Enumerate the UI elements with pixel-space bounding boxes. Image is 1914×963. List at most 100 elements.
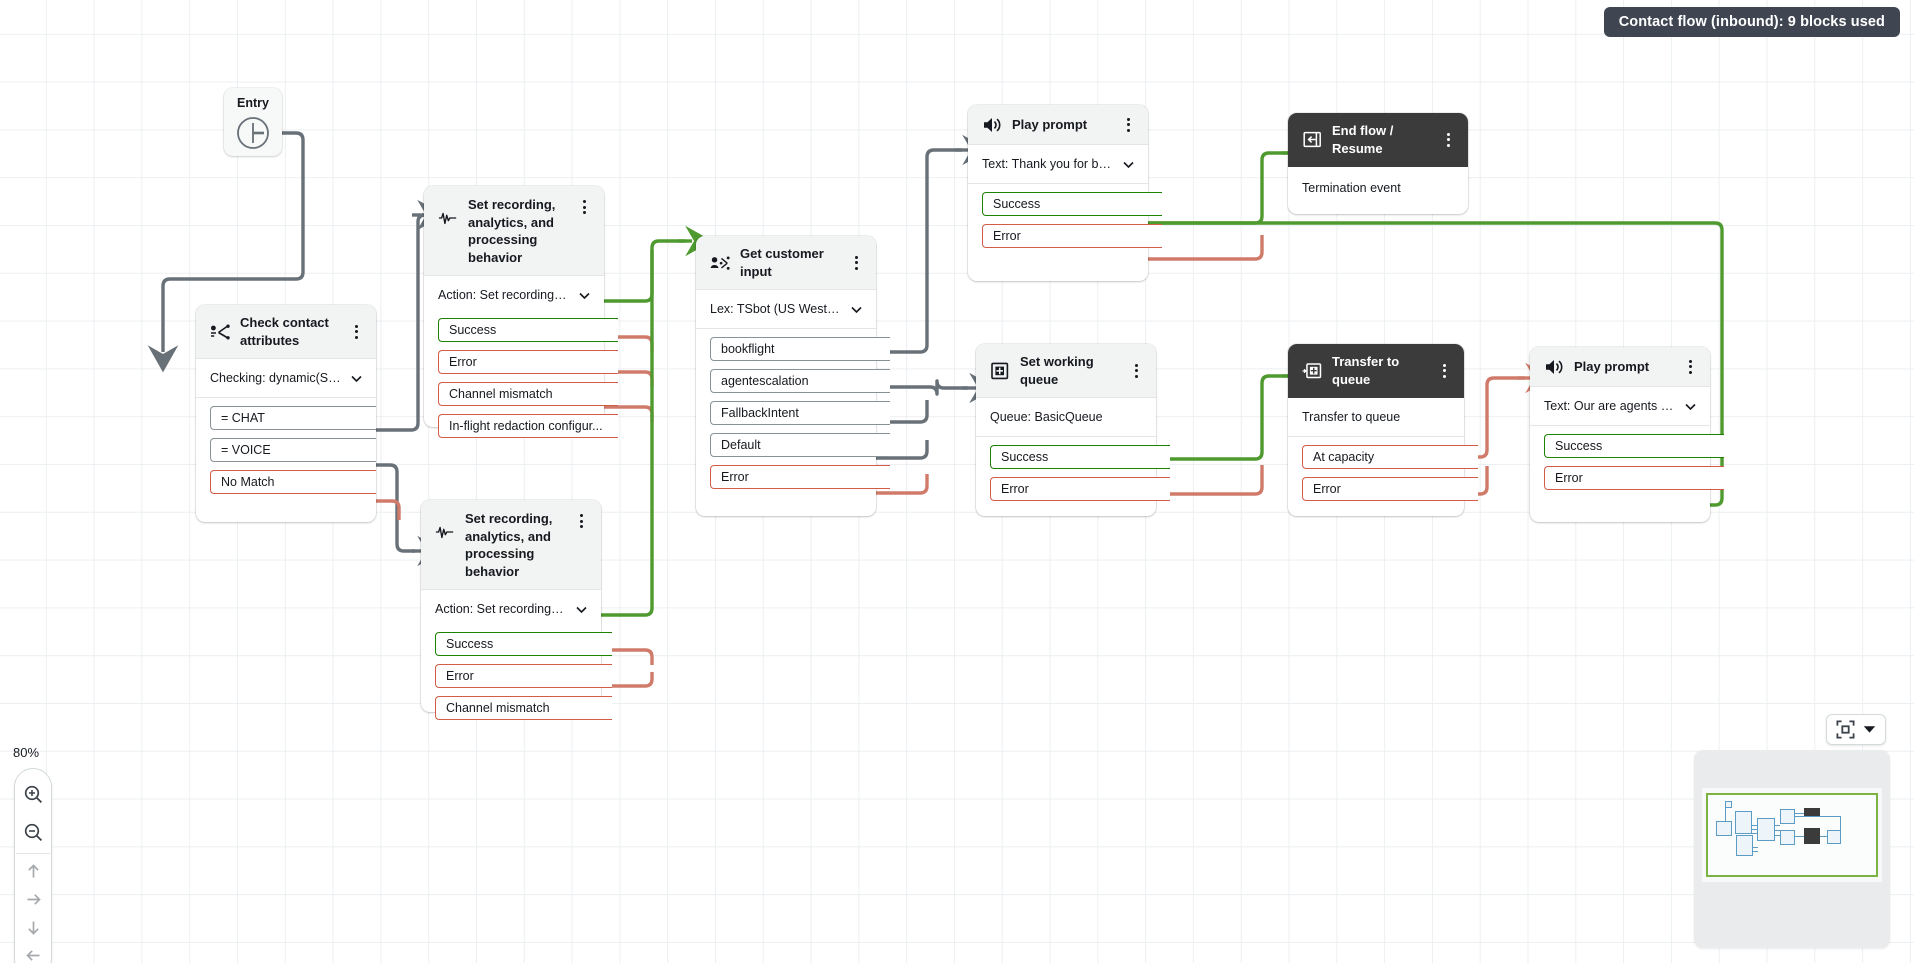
waveform-icon (435, 522, 455, 542)
minimap-node (1827, 830, 1841, 844)
block-subtitle-row[interactable]: Checking: dynamic(Syste... (196, 359, 376, 397)
zoom-in-icon[interactable] (16, 775, 50, 813)
block-subtitle-row[interactable]: Text: Thank you for boo... (968, 145, 1148, 183)
port-error[interactable]: Error (435, 664, 612, 689)
port-in-flight-redaction[interactable]: In-flight redaction configur... (438, 414, 618, 439)
block-header[interactable]: Play prompt (968, 105, 1148, 145)
port-success[interactable]: Success (435, 632, 612, 657)
port-error[interactable]: Error (1302, 477, 1478, 502)
arrow-up-icon[interactable] (16, 857, 50, 885)
block-menu-icon[interactable] (1441, 131, 1455, 149)
block-set-recording-bottom[interactable]: Set recording, analytics, and processing… (421, 500, 612, 721)
minimap[interactable] (1694, 750, 1890, 948)
block-menu-icon[interactable] (577, 198, 591, 216)
block-header[interactable]: Play prompt (1530, 347, 1710, 387)
block-subtitle-row[interactable]: Action: Set recording and... (421, 590, 601, 628)
block-subtitle: Checking: dynamic(Syste... (210, 371, 342, 386)
block-set-recording-top[interactable]: Set recording, analytics, and processing… (424, 186, 618, 439)
block-subtitle: Action: Set recording and... (438, 288, 570, 303)
minimap-viewport[interactable] (1706, 793, 1878, 877)
block-subtitle: Transfer to queue (1302, 410, 1401, 425)
port-channel-mismatch[interactable]: Channel mismatch (438, 382, 618, 407)
port-success[interactable]: Success (990, 445, 1170, 470)
minimap-node (1804, 828, 1820, 844)
minimap-edge (1753, 851, 1758, 853)
port-list: Success Error (976, 437, 1170, 511)
block-menu-icon[interactable] (349, 323, 363, 341)
port-chat[interactable]: = CHAT (210, 406, 376, 431)
divider (968, 183, 1148, 184)
port-list: Success Error Channel mismatch In-flight… (424, 314, 618, 448)
chevron-down-icon[interactable] (850, 303, 863, 316)
block-menu-icon[interactable] (1121, 116, 1135, 134)
port-error[interactable]: Error (710, 465, 890, 490)
port-channel-mismatch[interactable]: Channel mismatch (435, 696, 612, 721)
port-agentescalation[interactable]: agentescalation (710, 369, 890, 394)
port-no-match[interactable]: No Match (210, 470, 376, 495)
port-success[interactable]: Success (982, 192, 1162, 216)
block-subtitle: Text: Thank you for boo... (982, 157, 1114, 171)
port-bookflight[interactable]: bookflight (710, 337, 890, 362)
chevron-down-icon[interactable] (350, 372, 363, 385)
block-header[interactable]: Set recording, analytics, and processing… (421, 500, 601, 591)
block-menu-icon[interactable] (1129, 362, 1143, 380)
port-voice[interactable]: = VOICE (210, 438, 376, 463)
chevron-down-icon[interactable] (1122, 158, 1135, 171)
port-list: Success Error Channel mismatch (421, 628, 612, 730)
port-success[interactable]: Success (1544, 434, 1724, 458)
port-at-capacity[interactable]: At capacity (1302, 445, 1478, 470)
chevron-down-icon[interactable] (1684, 400, 1697, 413)
block-check-contact-attributes[interactable]: Check contact attributes Checking: dynam… (196, 305, 376, 522)
block-menu-icon[interactable] (1437, 362, 1451, 380)
block-menu-icon[interactable] (574, 512, 588, 530)
minimap-node (1716, 821, 1732, 836)
minimap-edge (1820, 836, 1827, 838)
block-header[interactable]: Check contact attributes (196, 305, 376, 360)
minimap-edge (1774, 835, 1780, 837)
zoom-out-icon[interactable] (16, 813, 50, 851)
block-end-flow-resume[interactable]: End flow / Resume Termination event (1288, 113, 1468, 214)
minimap-canvas[interactable] (1702, 788, 1882, 882)
chevron-down-icon[interactable] (1863, 725, 1876, 734)
block-subtitle-row[interactable]: Action: Set recording and... (424, 276, 604, 314)
block-header[interactable]: Set working queue (976, 344, 1156, 399)
block-play-prompt-top[interactable]: Play prompt Text: Thank you for boo... S… (968, 105, 1162, 281)
block-subtitle-row: Termination event (1288, 167, 1468, 207)
port-error[interactable]: Error (438, 350, 618, 375)
speaker-icon (982, 115, 1002, 135)
chevron-down-icon[interactable] (575, 603, 588, 616)
port-fallbackintent[interactable]: FallbackIntent (710, 401, 890, 426)
zoom-controls[interactable] (14, 768, 52, 963)
block-menu-icon[interactable] (1683, 358, 1697, 376)
port-error[interactable]: Error (982, 224, 1162, 248)
minimap-toolbar[interactable] (1826, 714, 1886, 745)
divider (196, 397, 376, 399)
port-default[interactable]: Default (710, 433, 890, 458)
entry-block[interactable]: Entry (224, 88, 282, 156)
block-transfer-to-queue[interactable]: Transfer to queue Transfer to queue At c… (1288, 344, 1478, 516)
block-header[interactable]: Transfer to queue (1288, 344, 1464, 399)
block-menu-icon[interactable] (849, 254, 863, 272)
block-header[interactable]: Set recording, analytics, and processing… (424, 186, 604, 277)
divider (16, 853, 50, 854)
chevron-down-icon[interactable] (578, 289, 591, 302)
port-error[interactable]: Error (1544, 466, 1724, 490)
block-header[interactable]: End flow / Resume (1288, 113, 1468, 168)
block-subtitle-row[interactable]: Lex: TSbot (US West: Or... (696, 290, 876, 328)
block-play-prompt-right[interactable]: Play prompt Text: Our are agents are... … (1530, 347, 1724, 522)
block-set-working-queue[interactable]: Set working queue Queue: BasicQueue Succ… (976, 344, 1170, 516)
block-header[interactable]: Get customer input (696, 236, 876, 291)
minimap-edge (1753, 847, 1758, 849)
fit-to-screen-icon[interactable] (1836, 720, 1855, 739)
block-get-customer-input[interactable]: Get customer input Lex: TSbot (US West: … (696, 236, 890, 516)
arrow-left-icon[interactable] (16, 941, 50, 963)
arrow-right-icon[interactable] (16, 885, 50, 913)
port-success[interactable]: Success (438, 318, 618, 343)
port-error[interactable]: Error (990, 477, 1170, 502)
port-list: Success Error (1530, 426, 1724, 500)
arrow-down-icon[interactable] (16, 913, 50, 941)
port-list: = CHAT = VOICE No Match (196, 398, 376, 504)
block-subtitle-row[interactable]: Text: Our are agents are... (1530, 387, 1710, 425)
minimap-node (1736, 835, 1753, 856)
